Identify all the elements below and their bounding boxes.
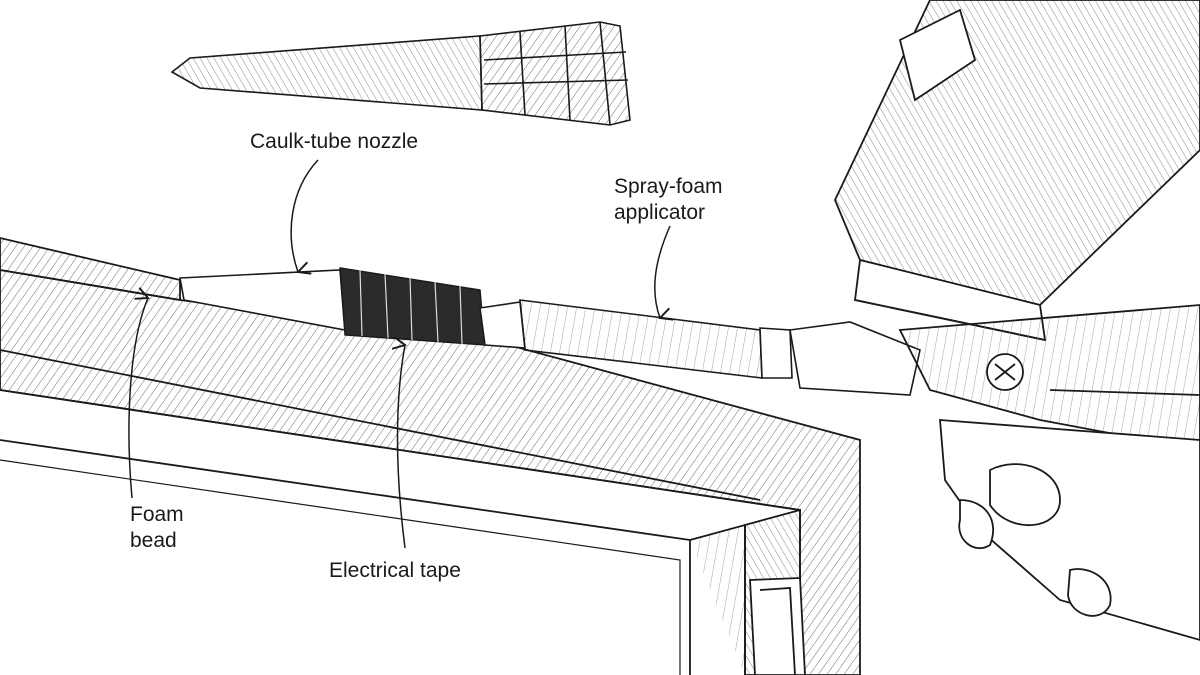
leader-lines [128, 159, 670, 549]
leader-spray-foam [654, 225, 670, 318]
spray-foam-can [834, 0, 1200, 342]
electrical-tape [339, 267, 486, 346]
foam-bead-label-line2: bead [130, 529, 177, 552]
leader-foam-bead [128, 298, 148, 499]
caulk-tube-nozzle-label: Caulk-tube nozzle [248, 129, 421, 155]
spray-foam-label-line2: applicator [614, 201, 706, 224]
foam-bead-label-line1: Foam [130, 503, 184, 526]
foam-gun [898, 304, 1200, 451]
leader-caulk-nozzle [290, 159, 319, 272]
spray-foam-label-line1: Spray-foam [614, 175, 723, 198]
loose-nozzle [170, 21, 631, 126]
foam-bead-label: Foam bead [128, 502, 186, 554]
applicator-tube [479, 299, 921, 396]
hand [939, 419, 1200, 641]
spray-foam-applicator-label: Spray-foam applicator [612, 174, 725, 226]
leader-electrical-tape [398, 345, 406, 549]
electrical-tape-label: Electrical tape [327, 558, 463, 584]
